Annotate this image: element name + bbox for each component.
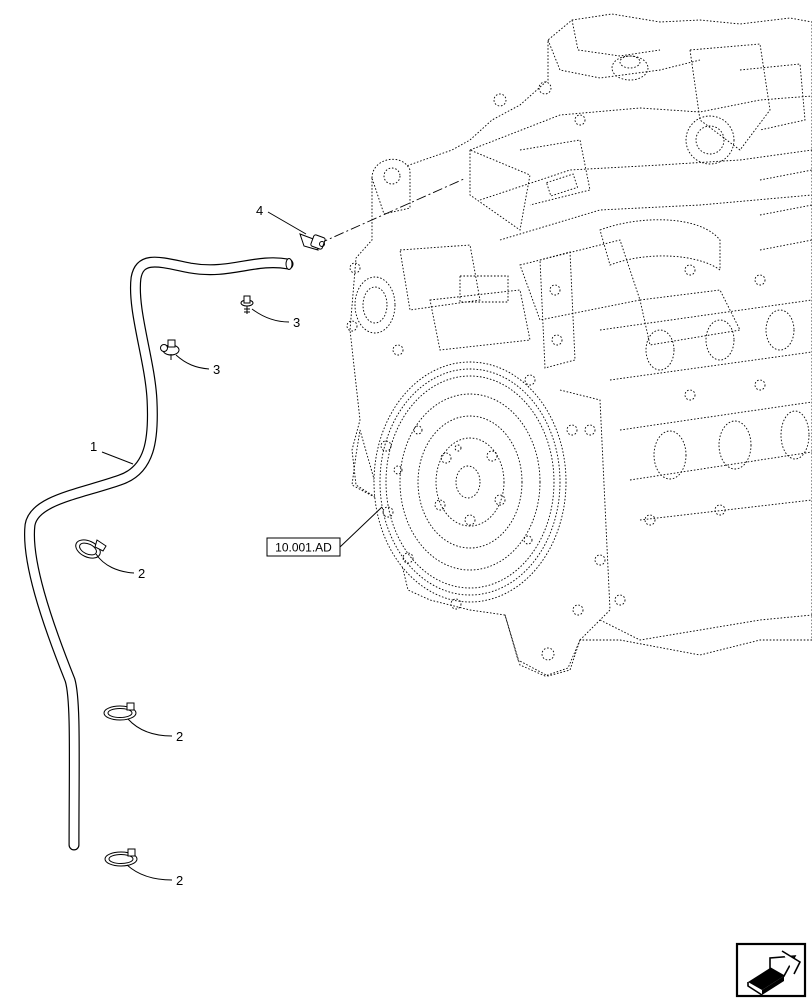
- leader-line-2c: [126, 864, 173, 881]
- next-page-arrow-icon[interactable]: [735, 942, 807, 998]
- callout-3a: 3: [293, 315, 300, 330]
- engine-assembly: [346, 13, 812, 677]
- leader-line-3b: [175, 354, 210, 370]
- leader-line-2b: [127, 718, 173, 737]
- clamp-c-part: [104, 848, 138, 867]
- fitting-part: [299, 233, 326, 251]
- callout-1: 1: [90, 439, 97, 454]
- clamp-a-part: [75, 539, 107, 559]
- clamp-b-part: [103, 702, 137, 721]
- callout-2a: 2: [138, 566, 145, 581]
- callout-2b: 2: [176, 729, 183, 744]
- reference-label[interactable]: 10.001.AD: [266, 537, 341, 557]
- leader-line-4: [267, 211, 307, 235]
- connection-centerline: [317, 177, 467, 245]
- fastener-b-part: [160, 339, 180, 360]
- leader-line-2a: [95, 553, 135, 574]
- leader-line-3a: [251, 308, 290, 323]
- leader-line-1: [101, 451, 134, 465]
- leader-line-ref: [339, 506, 383, 548]
- callout-3b: 3: [213, 362, 220, 377]
- callout-2c: 2: [176, 873, 183, 888]
- fastener-a-part: [240, 295, 254, 314]
- callout-4: 4: [256, 203, 263, 218]
- hose-part: [23, 256, 294, 851]
- reference-label-text: 10.001.AD: [275, 541, 332, 555]
